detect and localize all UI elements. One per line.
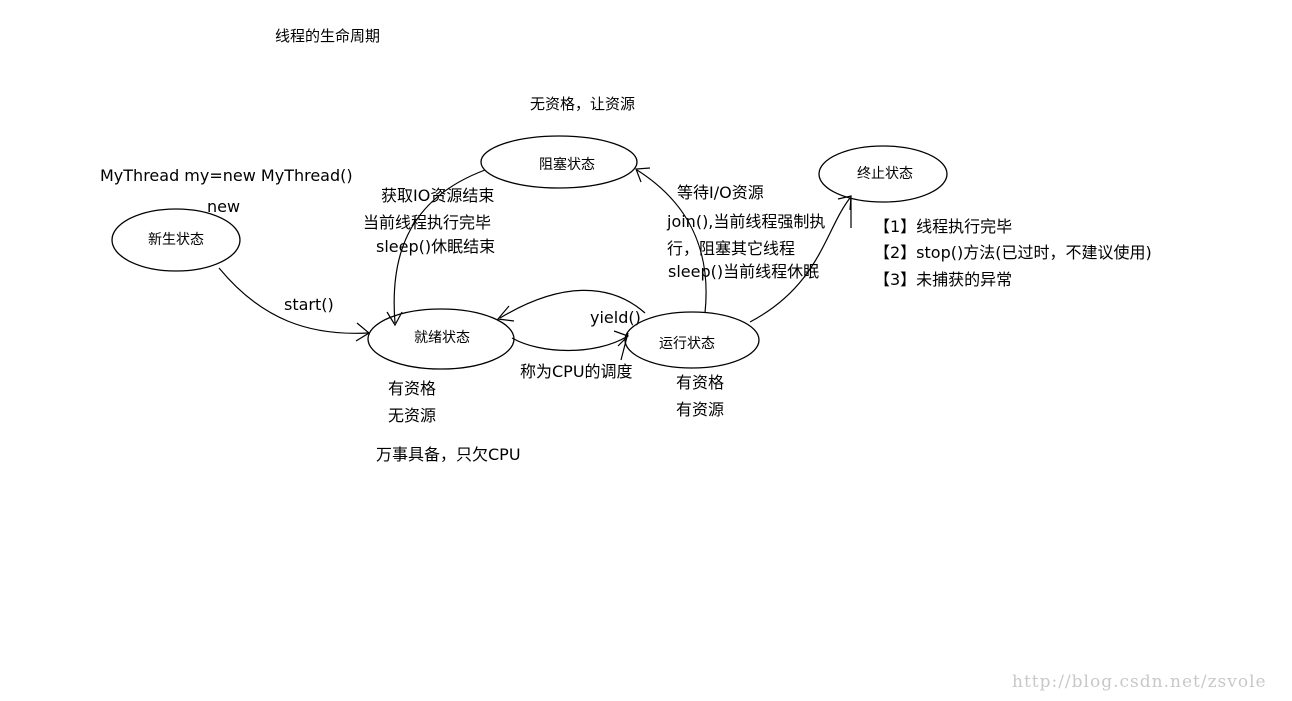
diagram-title: 线程的生命周期 — [275, 27, 381, 45]
arrow-running-to-dead — [749, 197, 851, 323]
state-blocked-label: 阻塞状态 — [539, 157, 595, 173]
transition-yield-label: yield() — [590, 308, 641, 327]
transition-new-label: new — [207, 197, 241, 216]
dead-reason: 【3】未捕获的异常 — [874, 270, 1013, 289]
transition-wait-io-label: 等待I/O资源 — [677, 183, 764, 202]
state-blocked-ellipse — [480, 135, 638, 189]
blocked-exit-reason: 当前线程执行完毕 — [363, 213, 492, 232]
arrowhead-running-to-ready — [496, 305, 515, 322]
arrow-running-to-ready — [499, 289, 646, 319]
running-note: 有资格 — [676, 373, 725, 392]
blocked-note: 无资格，让资源 — [530, 95, 636, 113]
ready-summary: 万事具备，只欠CPU — [376, 445, 521, 464]
running-to-blocked-reason: join(),当前线程强制执 — [667, 212, 826, 231]
state-dead-ellipse — [818, 145, 948, 203]
state-new-label: 新生状态 — [148, 232, 204, 248]
blocked-exit-reason: 获取IO资源结束 — [381, 186, 495, 205]
ready-note: 有资格 — [388, 379, 437, 398]
state-dead-label: 终止状态 — [857, 166, 913, 182]
transition-schedule-label: 称为CPU的调度 — [520, 362, 633, 381]
state-ready-label: 就绪状态 — [414, 330, 470, 346]
state-running-label: 运行状态 — [659, 336, 715, 352]
arrowhead-new-to-ready — [355, 322, 371, 342]
dead-reason: 【2】stop()方法(已过时，不建议使用) — [874, 243, 1152, 262]
running-to-blocked-reason: 行，阻塞其它线程 — [667, 239, 796, 258]
arrowhead-blocked-to-ready — [386, 311, 403, 327]
constructor-text: MyThread my=new MyThread() — [100, 166, 353, 185]
arrow-blocked-to-ready — [393, 169, 486, 324]
running-to-blocked-reason: sleep()当前线程休眠 — [668, 262, 820, 281]
running-note: 有资源 — [676, 400, 725, 419]
arrowhead-ready-to-running — [613, 330, 630, 347]
state-running-ellipse — [624, 311, 760, 369]
dead-reason: 【1】线程执行完毕 — [874, 217, 1013, 236]
arrowhead-running-to-blocked — [635, 167, 651, 183]
blocked-exit-reason: sleep()休眠结束 — [376, 237, 496, 256]
watermark: http://blog.csdn.net/zsvole — [1012, 672, 1267, 692]
ready-note: 无资源 — [388, 406, 437, 425]
yield-pointer-line — [620, 332, 629, 361]
state-new-ellipse — [111, 208, 241, 272]
arrow-new-to-ready — [218, 267, 369, 334]
arrow-running-to-blocked — [636, 169, 707, 314]
arrow-ready-to-running — [511, 335, 629, 352]
transition-start-label: start() — [284, 295, 334, 314]
